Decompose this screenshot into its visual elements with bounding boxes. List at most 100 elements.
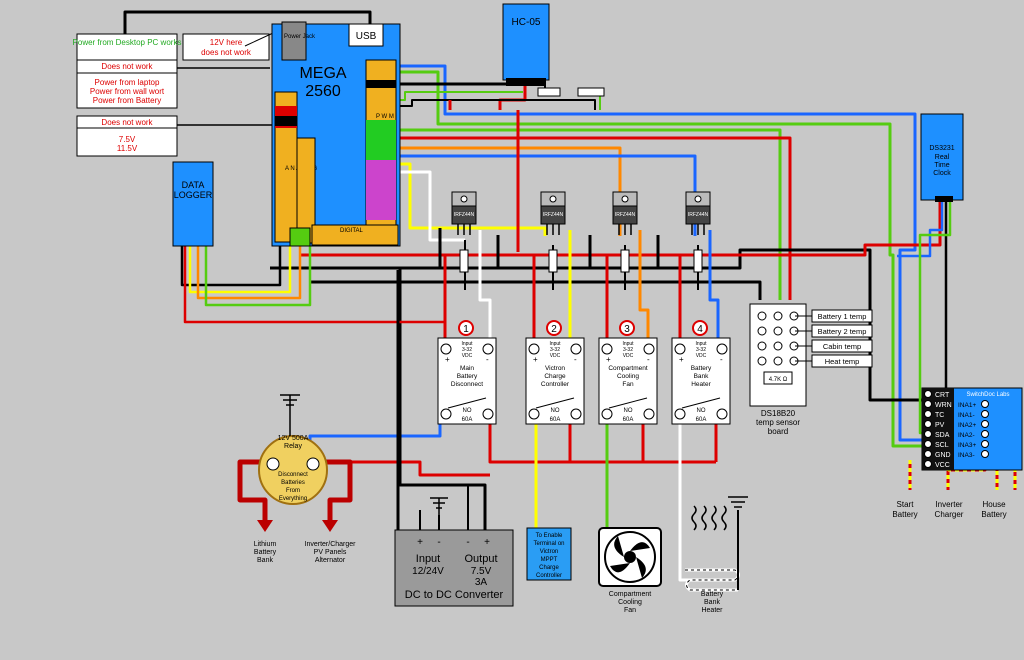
- arduino-mega: Power Jack USB MEGA 2560 P W M A N A L O…: [271, 21, 401, 247]
- ssr-vdc-label: VDC: [462, 353, 473, 359]
- switchdoc-left-pin: WRN: [935, 402, 952, 409]
- relay-number-badge: [619, 320, 635, 336]
- svg-text:-: -: [574, 355, 577, 364]
- terminal-dot: [924, 420, 932, 428]
- usb-port: [348, 23, 384, 47]
- rtc-sub2: Time: [934, 162, 949, 169]
- relay-label-2: Cooling: [617, 373, 639, 380]
- svg-text:Battery: Battery: [254, 549, 277, 556]
- mega-model: 2560: [305, 83, 341, 100]
- note-laptop: Power from laptop: [95, 78, 160, 87]
- relay-number: 4: [697, 324, 703, 335]
- mosfet: IRFZ44N: [685, 191, 711, 235]
- svg-text:Terminal on: Terminal on: [533, 541, 564, 547]
- switchdoc-right-pin: INA2+: [958, 422, 976, 429]
- ssr-vdc-label: VDC: [550, 353, 561, 359]
- svg-text:Bank: Bank: [704, 599, 720, 606]
- svg-text:+: +: [533, 355, 538, 364]
- svg-text:House: House: [982, 500, 1006, 509]
- temp-label-box: [811, 309, 873, 323]
- usb-label: USB: [356, 31, 377, 42]
- svg-text:Fan: Fan: [624, 607, 636, 614]
- arrow-down-icon: [322, 520, 338, 532]
- ssr-relay: 2+-Input3-32VDCVictronChargeControllerNO…: [525, 320, 585, 425]
- terminal-dot: [981, 440, 989, 448]
- ssr-no-label: NO: [697, 408, 706, 414]
- svg-text:Controller: Controller: [536, 573, 562, 579]
- relay-number: 3: [624, 324, 630, 335]
- svg-text:Charger: Charger: [935, 510, 964, 519]
- terminal-dot: [773, 341, 783, 351]
- relay-number-badge: [546, 320, 562, 336]
- ssr-input-label: Input: [695, 341, 707, 347]
- switchdoc-left-pin: VCC: [935, 462, 950, 469]
- temp-label: Cabin temp: [823, 342, 861, 351]
- relay-label-3: Controller: [541, 381, 570, 388]
- switchdoc-left-pin: SCL: [935, 442, 949, 449]
- relay-label-3: Fan: [622, 381, 634, 388]
- svg-text:Heater: Heater: [701, 607, 723, 614]
- dc-dc-converter: + - - + Input 12/24V Output 7.5V 3A DC t…: [394, 497, 514, 607]
- relay-label-2: Charge: [544, 373, 566, 380]
- wires: [123, 10, 1017, 582]
- svg-text:Cooling: Cooling: [618, 599, 642, 606]
- ssr-amps-label: 60A: [623, 417, 634, 423]
- big-relay-rating2: Relay: [284, 443, 302, 450]
- ground-icon: [280, 394, 300, 436]
- relay-number: 2: [551, 324, 557, 335]
- mosfet: IRFZ44N: [612, 191, 638, 235]
- data-logger: DATA LOGGER: [172, 161, 214, 247]
- switchdoc-left-pin: PV: [935, 422, 945, 429]
- mosfet-label: IRFZ44N: [615, 212, 636, 218]
- heater-icon: [685, 496, 748, 592]
- svg-text:Charge: Charge: [539, 565, 559, 571]
- datalogger-title2: LOGGER: [174, 190, 213, 200]
- hc05-module: HC-05: [502, 3, 605, 97]
- power-jack: [281, 21, 307, 61]
- rtc-sub1: Real: [935, 154, 950, 161]
- resistor: [620, 249, 630, 273]
- terminal-dot: [924, 440, 932, 448]
- resistor: [548, 249, 558, 273]
- ssr-input-label: Input: [461, 341, 473, 347]
- ground-icon: [728, 496, 748, 508]
- fan-icon: [598, 527, 662, 587]
- relay-label-1: Compartment: [608, 365, 648, 372]
- svg-text:+: +: [679, 355, 684, 364]
- resistor: [693, 249, 703, 273]
- terminal-dot: [924, 460, 932, 468]
- svg-text:Compartment: Compartment: [609, 591, 651, 598]
- switchdoc-left-pin: TC: [935, 412, 944, 419]
- svg-text:Inverter/Charger: Inverter/Charger: [305, 541, 357, 548]
- terminal-dot: [773, 311, 783, 321]
- temp-board-title2: temp sensor: [756, 418, 800, 427]
- victron-enable-box: To Enable Terminal on Victron MPPT Charg…: [526, 527, 572, 581]
- temp-resistor-label: 4.7K Ω: [769, 377, 788, 383]
- switchdoc-left-pin: SDA: [935, 432, 950, 439]
- relay-label-2: Bank: [694, 373, 710, 380]
- mosfet-label: IRFZ44N: [688, 212, 709, 218]
- temp-label: Battery 1 temp: [818, 312, 867, 321]
- ssr-input-label: Input: [622, 341, 634, 347]
- terminal-dot: [757, 356, 767, 366]
- ssr-relay: 1+-Input3-32VDCMainBatteryDisconnectNO60…: [437, 320, 497, 425]
- note-12v-here: 12V here: [210, 38, 243, 47]
- note-battery: Power from Battery: [93, 96, 161, 105]
- svg-text:-: -: [466, 537, 469, 548]
- temp-label-box: [811, 324, 873, 338]
- terminal-dot: [924, 430, 932, 438]
- pwm-label: P W M: [376, 114, 394, 120]
- relay-label-2: Battery: [457, 373, 478, 380]
- hc05-title: HC-05: [512, 17, 541, 28]
- ssr-range-label: 3-32: [623, 347, 633, 353]
- dcdc-output-a: 3A: [475, 577, 488, 588]
- mosfet: IRFZ44N: [451, 191, 477, 235]
- svg-text:Alternator: Alternator: [315, 557, 346, 564]
- switchdoc-right-pin: INA3-: [958, 452, 975, 459]
- terminal-dot: [757, 326, 767, 336]
- svg-text:Battery: Battery: [981, 510, 1006, 519]
- svg-text:-: -: [486, 355, 489, 364]
- terminal-dot: [924, 410, 932, 418]
